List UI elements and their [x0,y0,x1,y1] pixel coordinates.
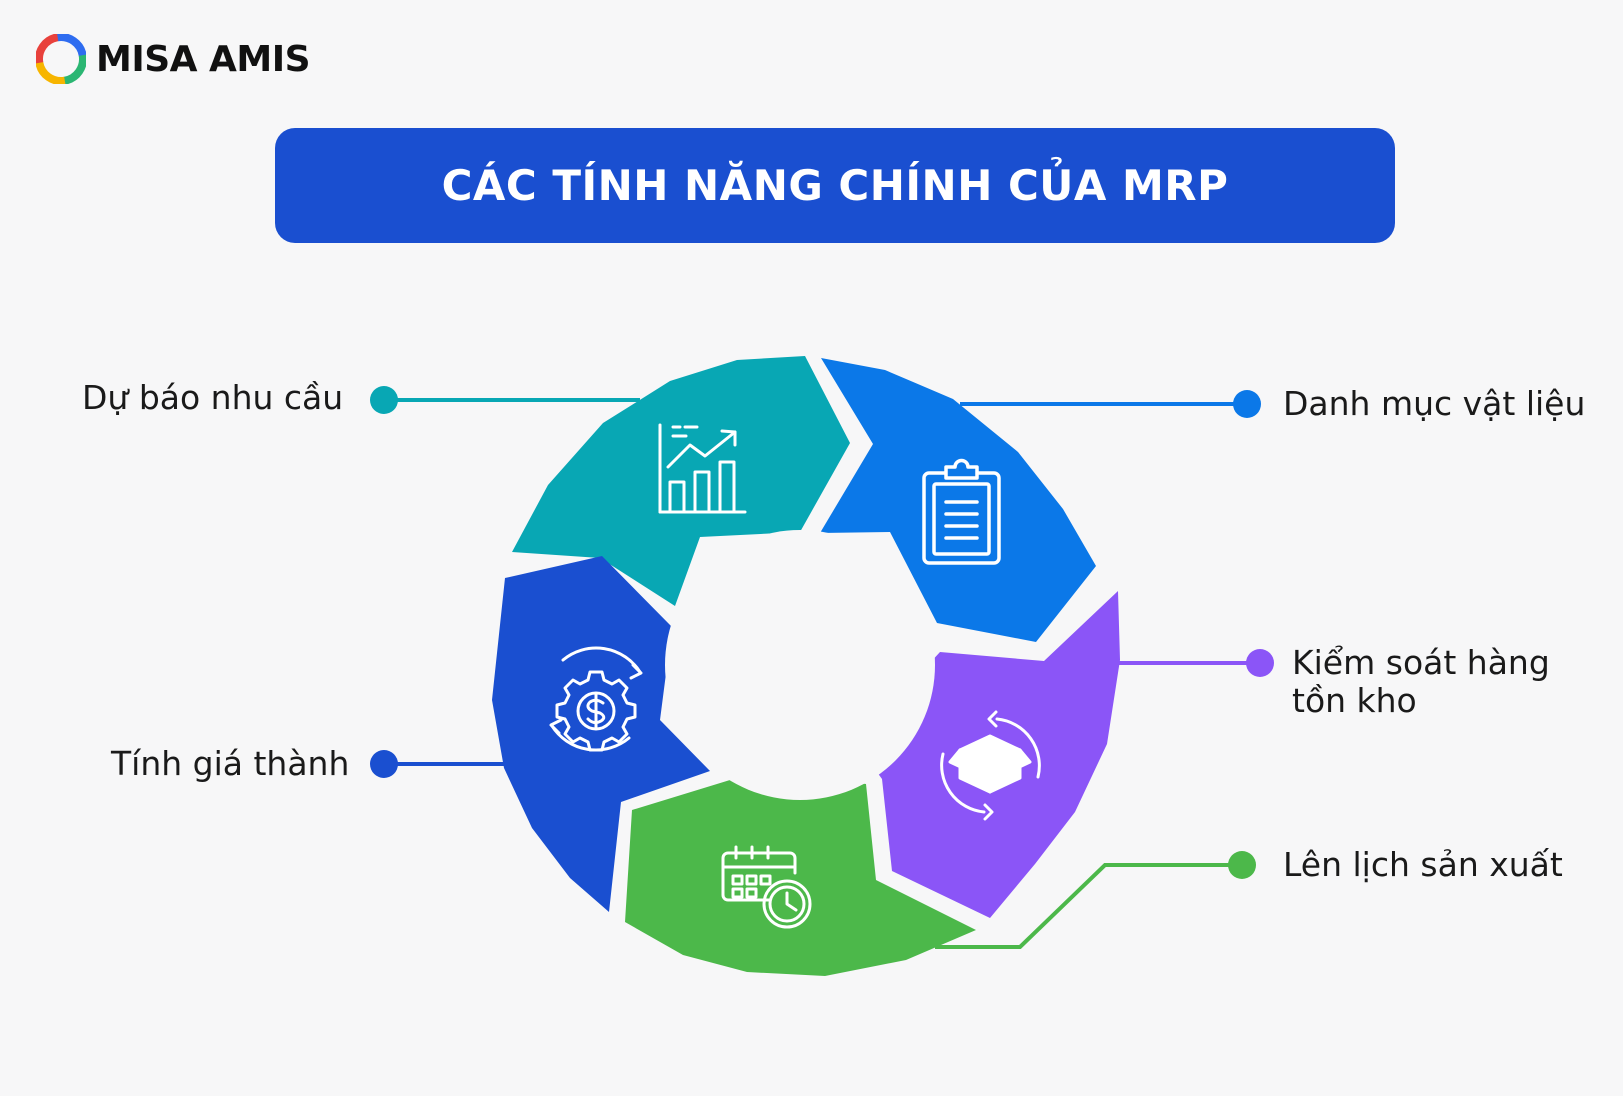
dot-forecast [370,386,398,414]
clipboard-icon [922,458,1001,565]
brand-logo: MISA AMIS [36,34,311,84]
dot-costing [370,750,398,778]
connector-lines [385,398,1258,949]
segment-costing [492,556,710,912]
box-cycle-icon [940,710,1041,821]
label-inventory: Kiểm soát hàng tồn kho [1292,643,1550,720]
ring-segments [492,356,1120,976]
dot-inventory [1246,649,1274,677]
label-schedule: Lên lịch sản xuất [1283,845,1563,884]
misa-logo-icon [36,34,86,84]
label-costing: Tính giá thành [111,744,350,783]
label-bom: Danh mục vật liệu [1283,384,1586,423]
dot-schedule [1228,851,1256,879]
label-forecast: Dự báo nhu cầu [82,378,344,417]
gear-dollar-icon [549,646,643,752]
segment-schedule [625,771,976,976]
connector-dots [370,386,1274,879]
segment-bom [820,358,1096,642]
brand-name: MISA AMIS [96,38,311,80]
page-title: CÁC TÍNH NĂNG CHÍNH CỦA MRP [441,161,1229,210]
dot-bom [1233,390,1261,418]
connector-schedule [935,863,1240,949]
title-banner: CÁC TÍNH NĂNG CHÍNH CỦA MRP [275,128,1395,243]
calendar-clock-icon [721,845,812,929]
chart-growth-icon [658,423,747,514]
